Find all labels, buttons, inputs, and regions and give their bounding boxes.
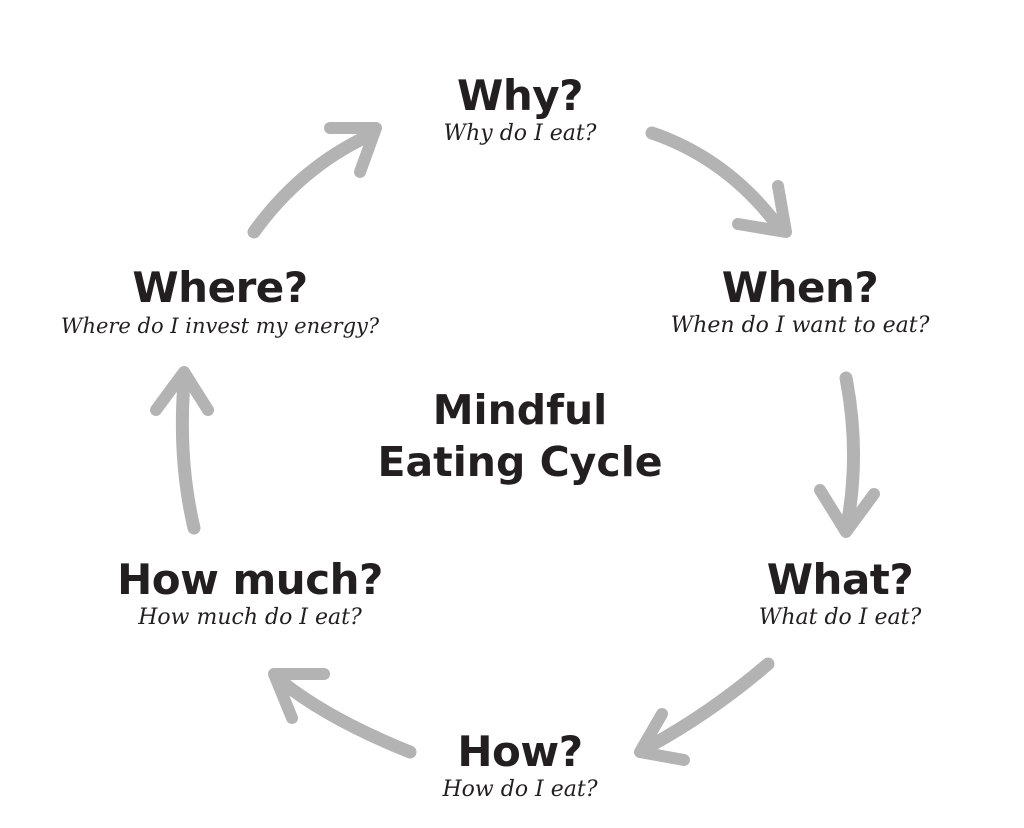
arrow-what-to-how — [634, 657, 775, 766]
arrow-why-to-when — [645, 126, 792, 238]
diagram-title-line-2: Eating Cycle — [377, 438, 663, 486]
arrow-how-to-howmuch — [268, 668, 417, 759]
node-how-much-subtitle: How much do I eat? — [138, 605, 362, 630]
node-when-question: When? — [721, 263, 879, 312]
node-why: Why? Why do I eat? — [390, 72, 650, 148]
node-how: How? How do I eat? — [400, 728, 640, 804]
node-what-question: What? — [766, 555, 914, 604]
node-how-much-question: How much? — [117, 555, 383, 604]
diagram-title: Mindful Eating Cycle — [340, 384, 700, 488]
node-when-subtitle: When do I want to eat? — [670, 313, 930, 338]
node-how-question: How? — [457, 727, 583, 776]
node-where: Where? Where do I invest my energy? — [10, 264, 430, 340]
arrow-where-to-why — [247, 122, 382, 239]
arrow-when-to-what — [814, 371, 880, 538]
node-where-subtitle: Where do I invest my energy? — [60, 314, 380, 338]
node-why-question: Why? — [457, 71, 583, 120]
arrow-howmuch-to-where — [150, 366, 214, 535]
node-how-much: How much? How much do I eat? — [90, 556, 410, 632]
diagram-title-line-1: Mindful — [432, 386, 608, 434]
node-when: When? When do I want to eat? — [640, 264, 960, 340]
node-how-subtitle: How do I eat? — [442, 777, 598, 802]
node-where-question: Where? — [132, 263, 308, 312]
node-what: What? What do I eat? — [720, 556, 960, 632]
node-what-subtitle: What do I eat? — [758, 605, 922, 630]
node-why-subtitle: Why do I eat? — [443, 121, 597, 146]
